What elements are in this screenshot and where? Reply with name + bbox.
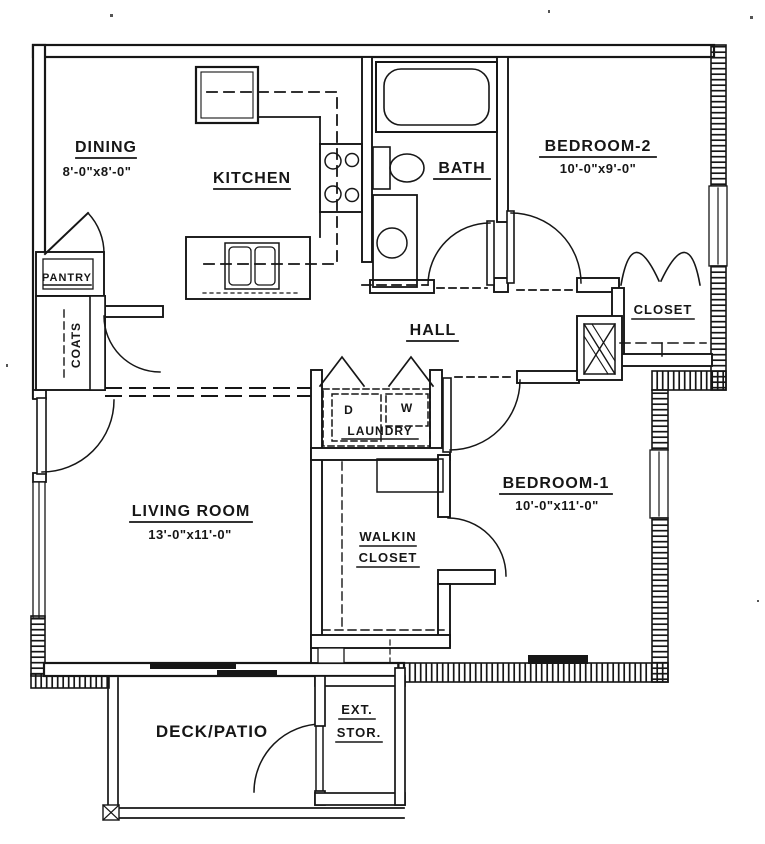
walkin-closet-details <box>321 458 445 663</box>
pantry-closet <box>35 251 105 297</box>
glazing <box>150 655 588 677</box>
bath-label: BATH <box>438 160 485 177</box>
dryer-label: D <box>344 403 354 417</box>
hall-door-arc <box>103 315 161 373</box>
stove <box>319 143 363 213</box>
entry-door <box>36 397 115 475</box>
bedroom2-window <box>708 185 728 267</box>
walkin-label-2: CLOSET <box>359 550 418 565</box>
hall-label: HALL <box>410 322 457 339</box>
bathtub <box>375 61 498 133</box>
laundry-label: LAUNDRY <box>347 424 412 438</box>
laundry-outline <box>322 388 431 447</box>
extstor-label-1: EXT. <box>341 702 372 717</box>
kitchen-label: KITCHEN <box>213 170 291 187</box>
bedroom1-label: BEDROOM-1 <box>503 475 610 492</box>
bedroom2-dims: 10'-0"x9'-0" <box>560 161 637 176</box>
bedroom1-door <box>442 377 521 453</box>
dashed-lines <box>105 284 574 397</box>
closet2-label: CLOSET <box>634 302 693 317</box>
laundry-bifold-doors <box>318 355 435 388</box>
deck-patio <box>102 667 406 821</box>
coats-label: COATS <box>69 322 83 368</box>
scan-specks <box>6 10 759 602</box>
washer-box <box>385 393 429 427</box>
water-heater <box>576 315 623 381</box>
living-room-left-window <box>32 481 46 619</box>
living-label: LIVING ROOM <box>132 503 251 520</box>
washer-label: W <box>401 401 413 415</box>
coats-closet <box>35 295 106 391</box>
walkin-label-1: WALKIN <box>359 529 416 544</box>
toilet <box>372 146 425 190</box>
doors <box>36 210 701 793</box>
closet2-bifold-doors <box>620 251 701 286</box>
bedroom1-right-window <box>649 449 669 519</box>
pantry-label: PANTRY <box>42 272 92 284</box>
kitchen-fixtures <box>185 65 363 300</box>
bedroom2-door <box>506 210 582 284</box>
ext-storage <box>314 667 406 806</box>
dryer-box <box>331 393 382 442</box>
walkin-door-arc <box>447 517 507 577</box>
bedroom1-bottom-window <box>528 655 588 664</box>
living-dims: 13'-0"x11'-0" <box>148 527 232 542</box>
kitchen-sink-counter <box>185 236 311 300</box>
laundry-area <box>318 355 435 447</box>
labels: DINING 8'-0"x8'-0" KITCHEN BATH BEDROOM-… <box>42 138 695 743</box>
dining-door <box>43 211 105 256</box>
refrigerator <box>194 65 260 125</box>
bedroom1-dims: 10'-0"x11'-0" <box>515 498 599 513</box>
dining-label: DINING <box>75 139 137 156</box>
closet2-shelf <box>619 342 707 357</box>
deck-corner-post <box>102 804 120 821</box>
deck-label: DECK/PATIO <box>156 722 268 741</box>
bath-fixtures <box>372 61 498 288</box>
sliding-glass-door <box>150 663 277 677</box>
sink-vanity <box>372 194 418 288</box>
extstor-label-2: STOR. <box>337 725 382 740</box>
bedroom2-label: BEDROOM-2 <box>545 138 652 155</box>
dining-dims: 8'-0"x8'-0" <box>63 164 132 179</box>
bath-door <box>427 220 495 286</box>
